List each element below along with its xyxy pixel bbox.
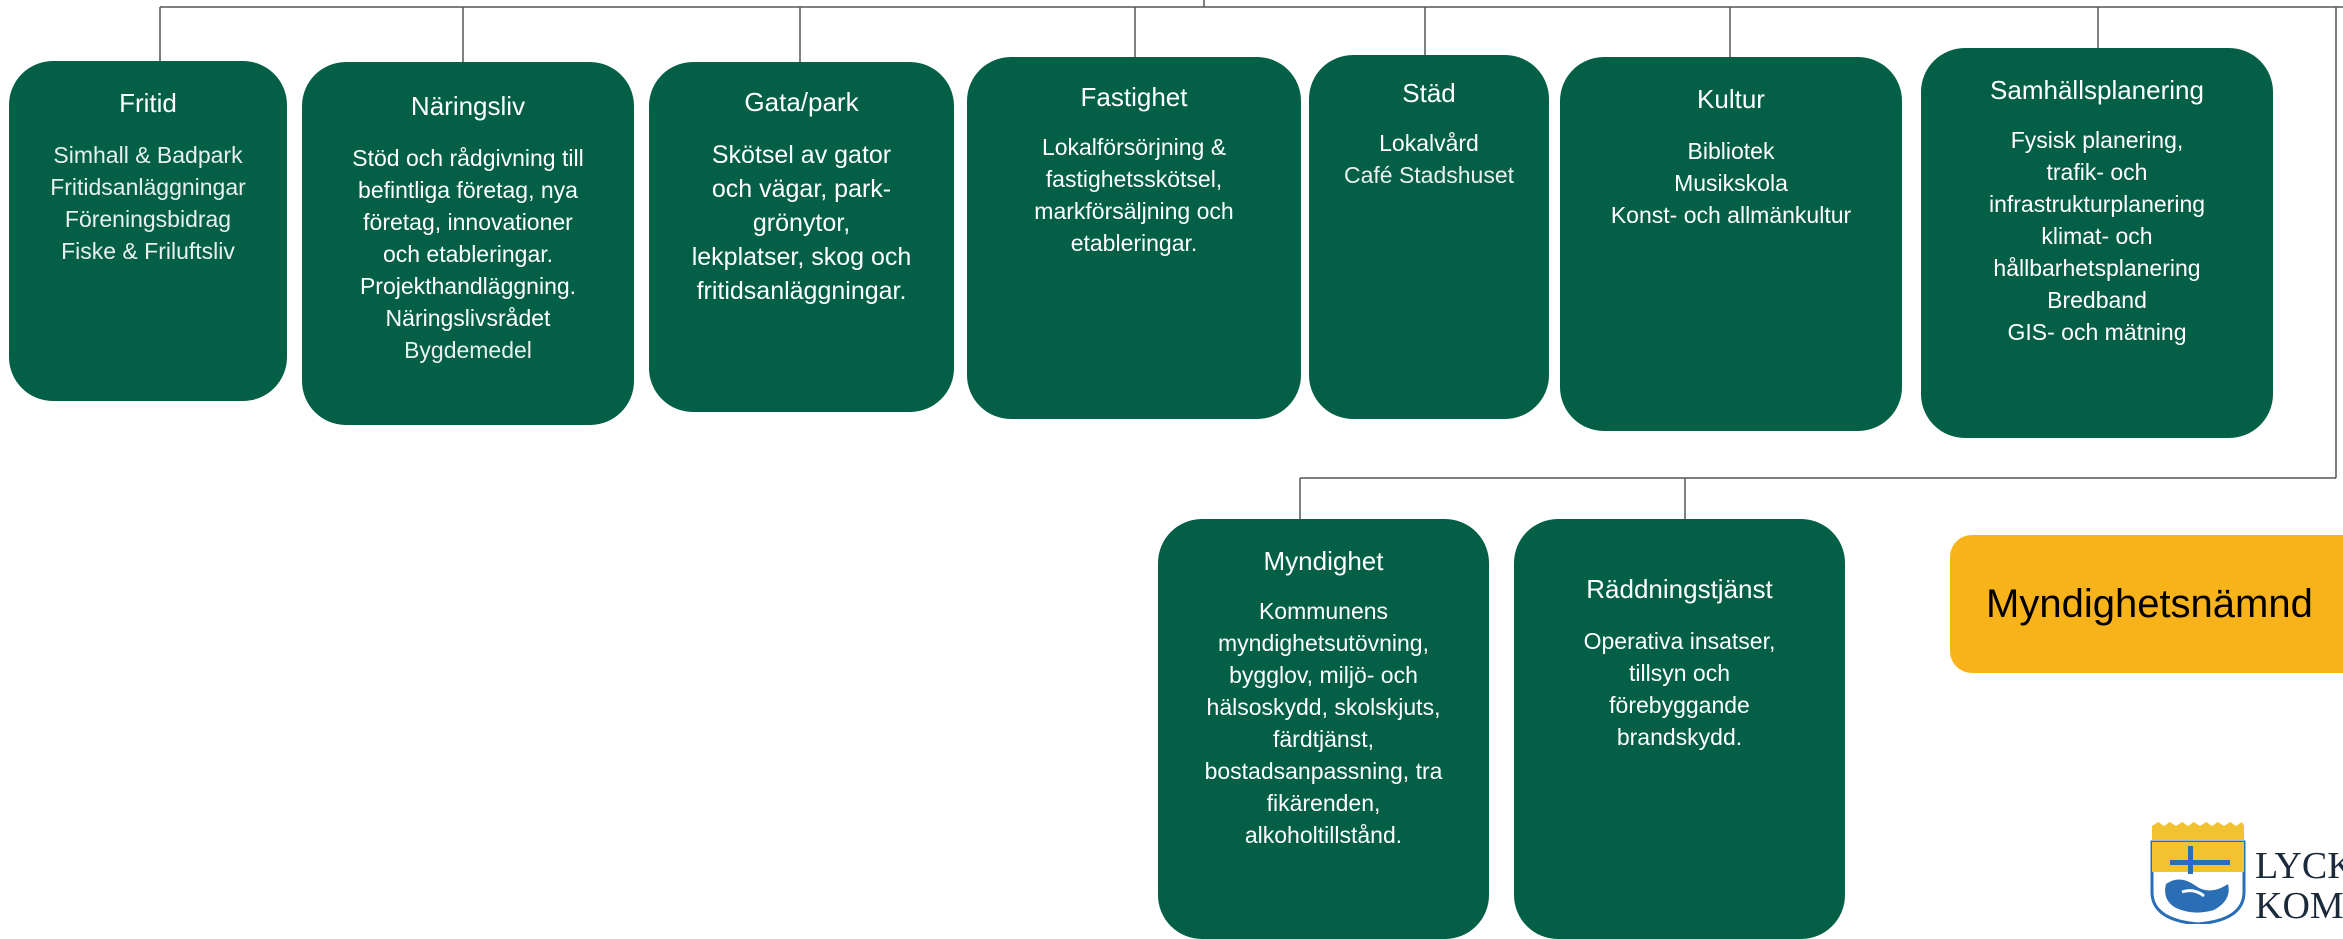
- unit-description-line: Föreningsbidrag: [64, 206, 232, 232]
- myndighetsnamnd-badge: Myndighetsnämnd: [1950, 535, 2343, 673]
- unit-title: Fritid: [119, 88, 177, 118]
- unit-description-line: lekplatser, skog och: [691, 243, 912, 271]
- unit-description-line: Konst- och allmänkultur: [1610, 202, 1852, 228]
- unit-description-line: Bredband: [2047, 287, 2147, 313]
- unit-description-line: bygglov, miljö- och: [1229, 662, 1418, 688]
- unit-title: Städ: [1402, 78, 1456, 108]
- unit-description-line: Skötsel av gator: [711, 141, 892, 169]
- unit-description-line: företag, innovationer: [363, 209, 573, 235]
- unit-description-line: trafik- och: [2046, 159, 2148, 185]
- unit-box-gata-park: Gata/park Skötsel av gator och vägar, par…: [649, 62, 954, 412]
- unit-description: Stöd och rådgivning till befintliga föret…: [316, 142, 620, 366]
- unit-title: Fastighet: [1080, 82, 1188, 112]
- unit-description-line: hälsoskydd, skolskjuts,: [1206, 694, 1441, 720]
- unit-description-line: Näringslivsrådet: [385, 305, 551, 331]
- unit-title: Räddningstjänst: [1586, 574, 1773, 604]
- coat-of-arms-icon: [2150, 822, 2246, 924]
- unit-description: Operativa insatser, tillsyn och förebyggan…: [1528, 625, 1831, 753]
- unit-description-line: Bibliotek: [1687, 138, 1775, 164]
- unit-description-line: markförsäljning och: [1034, 198, 1234, 224]
- unit-description-line: Café Stadshuset: [1343, 162, 1515, 188]
- unit-description-line: Lokalförsörjning &: [1041, 134, 1227, 160]
- unit-description-line: hållbarhetsplanering: [1993, 255, 2201, 281]
- logo-text-line2: KOMM: [2255, 885, 2343, 924]
- unit-title: Samhällsplanering: [1990, 75, 2204, 105]
- unit-box-raddningstjanst: Räddningstjänst Operativa insatser, tills…: [1514, 519, 1845, 939]
- unit-description-line: Fysisk planering,: [2010, 127, 2184, 153]
- logo-text-line1: LYCKS: [2255, 845, 2343, 887]
- unit-description-line: och vägar, park-: [711, 175, 892, 203]
- unit-description-line: fritidsanläggningar.: [696, 277, 907, 305]
- unit-description-line: tillsyn och: [1629, 660, 1730, 686]
- unit-description-line: fastighetsskötsel,: [1045, 166, 1223, 192]
- unit-description-line: och etableringar.: [382, 241, 554, 267]
- unit-description-line: Kommunens: [1258, 598, 1389, 624]
- unit-description: Fysisk planering, trafik- och infrastruktu…: [1935, 124, 2259, 348]
- unit-description-line: grönytor,: [752, 209, 851, 237]
- municipality-logo: LYCKS KOMM: [2148, 822, 2343, 924]
- unit-description-line: klimat- och: [2041, 223, 2153, 249]
- unit-description: Skötsel av gator och vägar, park-grönytor…: [663, 138, 940, 308]
- unit-description-line: brandskydd.: [1616, 724, 1743, 750]
- unit-title: Näringsliv: [410, 91, 526, 121]
- unit-description-line: myndighetsutövning,: [1218, 630, 1429, 656]
- unit-title: Gata/park: [744, 87, 859, 117]
- unit-description-line: förebyggande: [1609, 692, 1750, 718]
- unit-description-line: Bygdemedel: [404, 337, 532, 363]
- unit-description-line: alkoholtillstånd.: [1244, 822, 1403, 848]
- unit-description-line: fikärenden,: [1266, 790, 1381, 816]
- unit-description: Lokalförsörjning & fastighetsskötsel, mark…: [981, 131, 1287, 259]
- unit-description-line: befintliga företag, nya: [358, 177, 578, 203]
- unit-description-line: Fritidsanläggningar: [50, 174, 246, 200]
- unit-description: Kommunens myndighetsutövning, bygglov, mil…: [1172, 595, 1475, 851]
- unit-title: Kultur: [1697, 84, 1765, 114]
- unit-box-naringsliv: Näringsliv Stöd och rådgivning till befin…: [302, 62, 634, 425]
- unit-description-line: Lokalvård: [1379, 130, 1479, 156]
- unit-box-fastighet: Fastighet Lokalförsörjning & fastighetssk…: [967, 57, 1301, 419]
- logo-wordmark: LYCKS KOMM: [2255, 846, 2343, 924]
- unit-description-line: etableringar.: [1070, 230, 1198, 256]
- unit-box-samhallsplanering: Samhällsplanering Fysisk planering, trafi…: [1921, 48, 2273, 438]
- unit-description-line: infrastrukturplanering: [1988, 191, 2206, 217]
- unit-description-line: Operativa insatser,: [1583, 628, 1776, 654]
- unit-box-myndighet: Myndighet Kommunens myndighetsutövning, by…: [1158, 519, 1489, 939]
- unit-description-line: Stöd och rådgivning till: [352, 145, 584, 171]
- unit-description-line: färdtjänst,: [1273, 726, 1374, 752]
- unit-title: Myndighet: [1263, 546, 1384, 576]
- unit-description-line: Projekthandläggning.: [359, 273, 577, 299]
- unit-description-line: bostadsanpassning, tra: [1204, 758, 1443, 784]
- unit-description-line: Fiske & Friluftsliv: [61, 238, 235, 264]
- unit-description-line: Simhall & Badpark: [53, 142, 243, 168]
- unit-description-line: Musikskola: [1674, 170, 1788, 196]
- unit-description-line: GIS- och mätning: [2007, 319, 2187, 345]
